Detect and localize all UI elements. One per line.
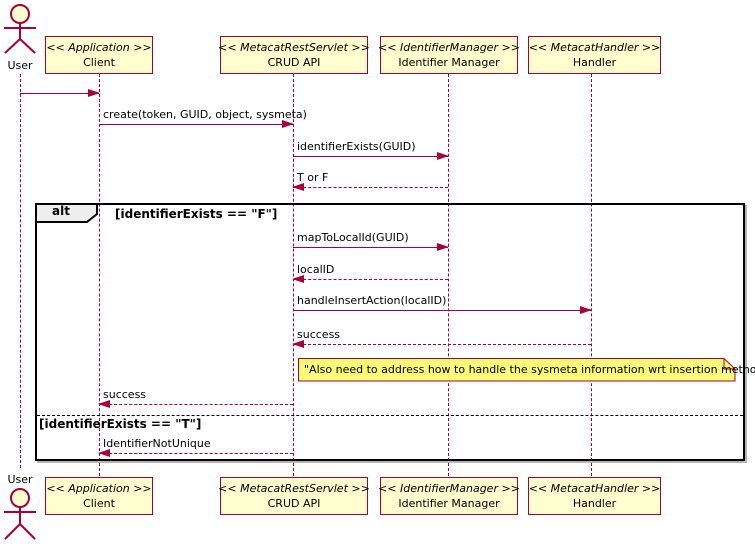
participant-crud-api-stereotype: << MetacatRestServlet >> [218, 41, 370, 54]
participant-identifier-manager-name: Identifier Manager [398, 56, 500, 69]
arrowhead-left-icon [292, 274, 304, 283]
participant-identifier-manager-bottom: << IdentifierManager >> Identifier Manag… [378, 477, 520, 515]
alt-operator-label: alt [52, 204, 70, 218]
participant-crud-api-bottom: << MetacatRestServlet >> CRUD API [218, 477, 370, 515]
message-map-to-local-id-label: mapToLocalId(GUID) [297, 231, 409, 244]
participant-identifier-manager-stereotype: << IdentifierManager >> [378, 41, 520, 54]
message-local-id-label: localID [297, 263, 335, 276]
arrowhead-left-icon [292, 182, 304, 191]
participant-client-bottom: << Application >> Client [45, 477, 153, 515]
note-text: "Also need to address how to handle the … [304, 363, 755, 376]
arrow-line [293, 310, 591, 311]
lifeline-client [99, 74, 100, 476]
message-handle-insert-action-label: handleInsertAction(localID) [297, 294, 447, 307]
participant-client-stereotype: << Application >> [46, 482, 152, 495]
arrow-line-dashed [293, 187, 448, 188]
arrowhead-right-icon [282, 119, 294, 128]
arrowhead-right-icon [88, 88, 100, 97]
arrowhead-left-icon [98, 399, 110, 408]
participant-client-top: << Application >> Client [45, 36, 153, 74]
arrow-line-dashed [99, 404, 293, 405]
alt-guard-t-label: [identifierExists == "T"] [39, 417, 202, 431]
actor-user-top-label: User [7, 59, 33, 72]
participant-crud-api-stereotype: << MetacatRestServlet >> [218, 482, 370, 495]
alt-fragment-pentagon: alt [35, 203, 99, 224]
actor-user-top: User [0, 3, 40, 72]
message-success-from-handler-label: success [297, 328, 341, 341]
participant-crud-api-top: << MetacatRestServlet >> CRUD API [218, 36, 370, 74]
participant-handler-name: Handler [572, 497, 617, 510]
participant-handler-top: << MetacatHandler >> Handler [528, 36, 661, 74]
alt-pentagon-shape-icon [35, 203, 98, 223]
note-shape-icon [298, 358, 736, 382]
arrowhead-right-icon [437, 151, 449, 160]
note-sysmeta: "Also need to address how to handle the … [298, 358, 755, 382]
arrowhead-left-icon [98, 448, 110, 457]
stick-figure-icon [4, 4, 36, 54]
lifeline-identifier-manager [448, 74, 449, 476]
arrow-line-dashed [99, 453, 293, 454]
alt-else-divider [37, 415, 743, 416]
participant-identifier-manager-name: Identifier Manager [398, 497, 500, 510]
message-identifier-not-unique-label: IdentifierNotUnique [103, 437, 211, 450]
participant-handler-stereotype: << MetacatHandler >> [528, 482, 661, 495]
lifeline-handler [591, 74, 592, 476]
arrow-line [99, 124, 293, 125]
participant-crud-api-name: CRUD API [267, 497, 321, 510]
message-identifier-exists-label: identifierExists(GUID) [297, 140, 416, 153]
stick-figure-icon [4, 488, 36, 540]
lifeline-user [20, 74, 21, 468]
participant-handler-stereotype: << MetacatHandler >> [528, 41, 661, 54]
arrowhead-right-icon [580, 305, 592, 314]
alt-fragment-frame: alt [identifierExists == "F"] [identifie… [35, 203, 745, 461]
message-success-to-client-label: success [103, 388, 147, 401]
participant-crud-api-name: CRUD API [267, 56, 321, 69]
arrow-line-dashed [293, 279, 448, 280]
arrowhead-left-icon [292, 339, 304, 348]
alt-guard-f-label: [identifierExists == "F"] [115, 207, 278, 221]
participant-handler-name: Handler [572, 56, 617, 69]
participant-handler-bottom: << MetacatHandler >> Handler [528, 477, 661, 515]
arrow-line-dashed [293, 344, 591, 345]
arrowhead-right-icon [437, 242, 449, 251]
arrow-line [20, 93, 99, 94]
message-t-or-f-label: T or F [297, 171, 329, 184]
arrow-line [293, 156, 448, 157]
actor-user-bottom: User [0, 473, 40, 553]
participant-client-name: Client [83, 497, 115, 510]
message-create-label: create(token, GUID, object, sysmeta) [103, 108, 307, 121]
participant-client-name: Client [83, 56, 115, 69]
participant-client-stereotype: << Application >> [46, 41, 152, 54]
arrow-line [293, 247, 448, 248]
actor-user-bottom-label: User [7, 473, 33, 486]
participant-identifier-manager-stereotype: << IdentifierManager >> [378, 482, 520, 495]
participant-identifier-manager-top: << IdentifierManager >> Identifier Manag… [378, 36, 520, 74]
